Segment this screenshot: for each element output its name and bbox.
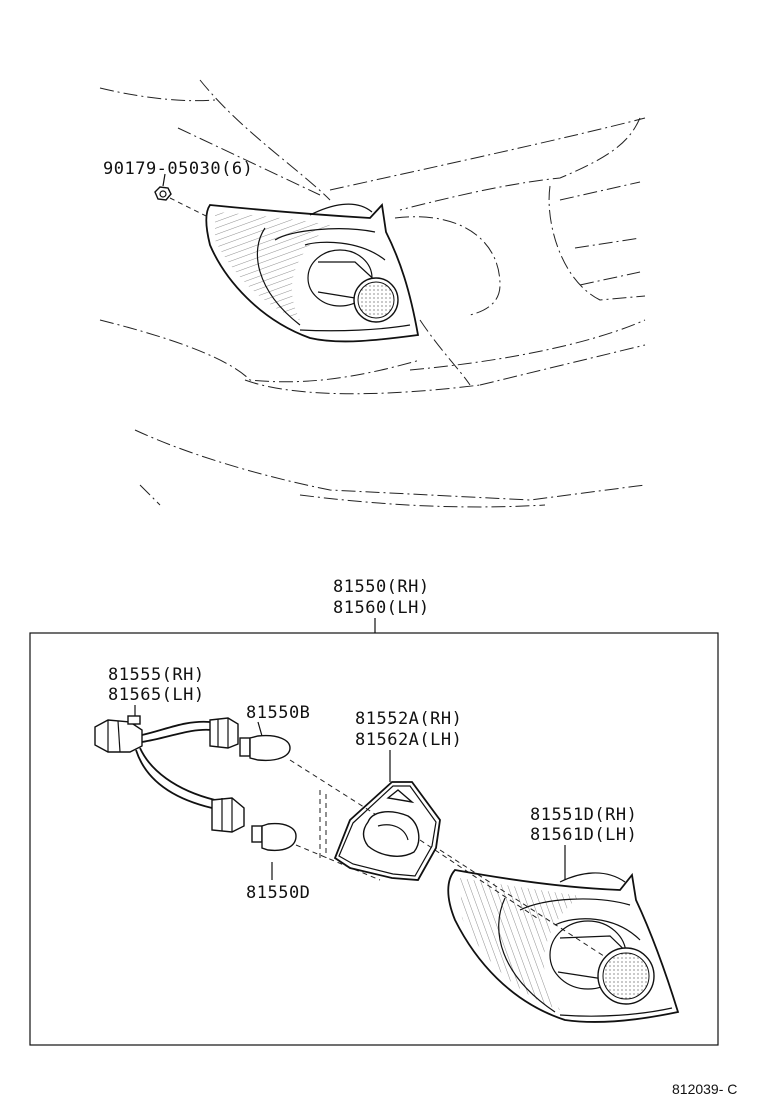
installed-tail-lamp [205,203,420,343]
nut-part [154,173,211,219]
figure-code: 812039- C [672,1081,737,1097]
bulb-b-number: 81550B [246,703,310,723]
lamp-lens [447,869,680,1023]
assembly-rh-number: 81550(RH) [333,577,430,597]
gasket-rh-number: 81552A(RH) [355,709,462,729]
assembly-frame [29,632,719,1046]
assembly-lh-number: 81560(LH) [333,598,430,618]
gasket [333,781,441,881]
bulb-b [239,734,291,762]
vehicle-body-outline [99,79,646,508]
nut-part-number: 90179-05030(6) [103,159,253,179]
socket-lh-number: 81565(LH) [108,685,205,705]
bulb-d [251,822,297,852]
lens-lh-number: 81561D(LH) [530,825,637,845]
socket-rh-number: 81555(RH) [108,665,205,685]
socket-and-wire [94,715,245,833]
lens-rh-number: 81551D(RH) [530,805,637,825]
gasket-lh-number: 81562A(LH) [355,730,462,750]
bulb-d-number: 81550D [246,883,310,903]
